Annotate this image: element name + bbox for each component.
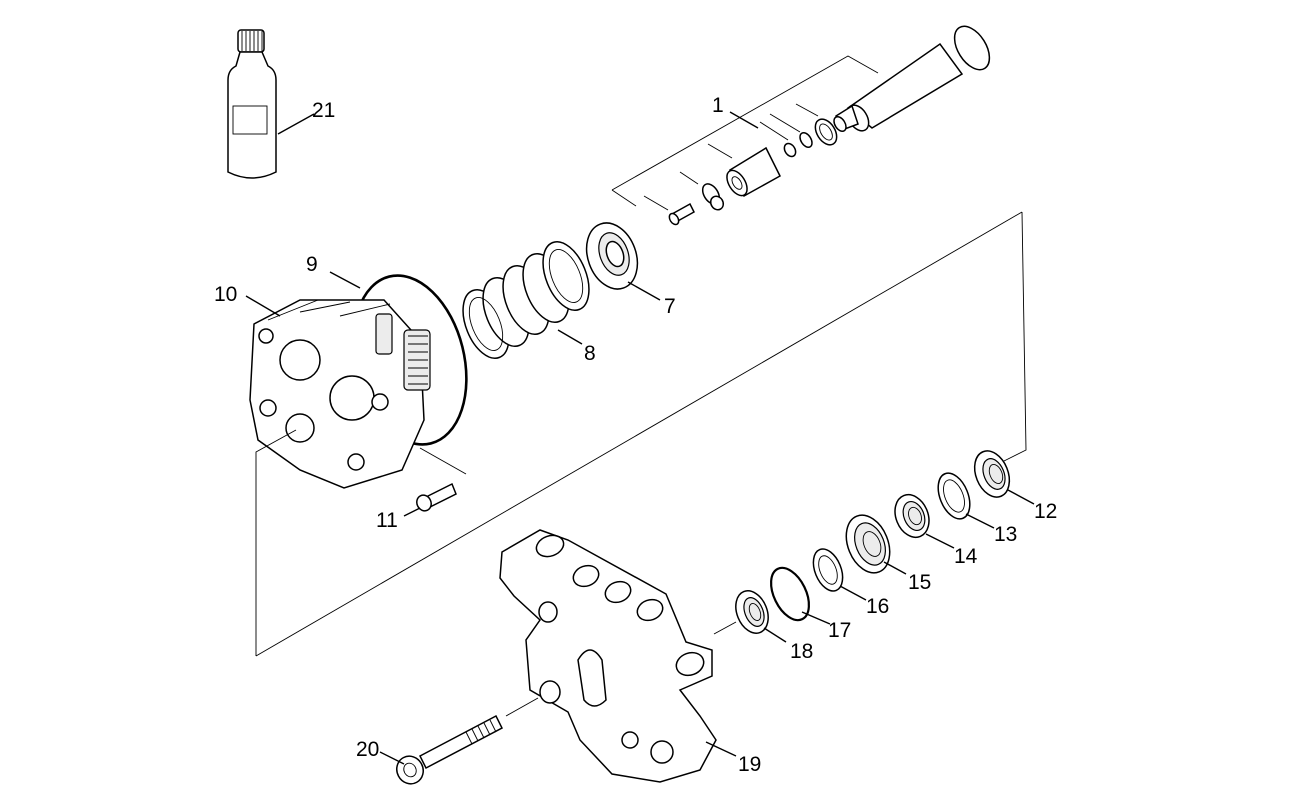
part-8-spring [462,241,590,359]
callout-8: 8 [584,342,596,365]
callout-7: 7 [664,295,676,318]
part-11-screw [416,482,457,512]
callout-labels: 21 1 7 8 9 10 11 12 13 14 15 16 17 18 19… [214,94,1057,776]
part-20-bolt [396,714,503,785]
part-13-ring [937,472,971,520]
callout-12: 12 [1034,500,1057,523]
callout-21: 21 [312,99,335,122]
part-21-oil-bottle [227,29,277,179]
callout-16: 16 [866,595,889,618]
leader-lines [245,111,1035,765]
part-18-seal [735,590,769,634]
callout-10: 10 [214,283,237,306]
assembly-bracket [255,211,1027,717]
callout-11: 11 [376,509,398,532]
callout-14: 14 [954,545,978,568]
callout-1: 1 [712,94,724,117]
callout-20: 20 [356,738,379,761]
part-15-seal [845,514,891,574]
part-14-seal [894,493,930,539]
part-19-cylinder-head [499,529,717,783]
part-16-ring [812,548,844,592]
part-7-spring-seat [585,222,639,290]
callout-13: 13 [994,523,1017,546]
part-17-o-ring [769,566,811,622]
part-1-piston-assembly [611,25,991,226]
callout-19: 19 [738,753,761,776]
part-12-seal [973,450,1011,498]
callout-18: 18 [790,640,813,663]
callout-15: 15 [908,571,931,594]
callout-17: 17 [828,619,851,642]
callout-9: 9 [306,253,318,276]
part-10-pump-housing [249,299,431,489]
